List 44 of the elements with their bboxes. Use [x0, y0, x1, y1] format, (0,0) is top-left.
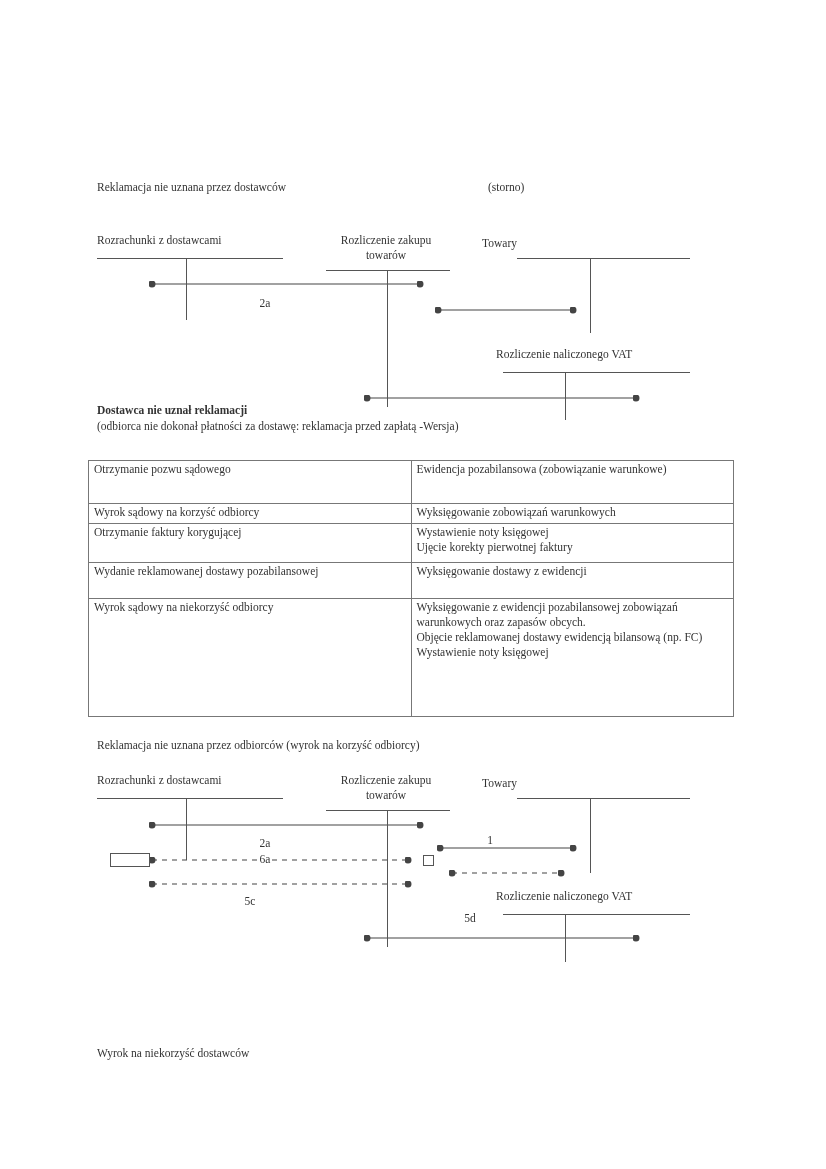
table-cell-text: Wyrok sądowy na niekorzyść odbiorcy [94, 600, 275, 615]
table-cell-text: Wyksięgowanie zobowiązań warunkowych [416, 505, 617, 520]
table-cell-text: Wyksięgowanie z ewidencji pozabilansowej zobowiązań warunkowych oraz zapasów obcych. [416, 600, 679, 630]
account-title: Rozliczenie naliczonego VAT [496, 889, 634, 904]
empty-box [423, 855, 434, 866]
connector [148, 880, 412, 888]
connector [448, 869, 565, 877]
table-cell-text: Objęcie reklamowanej dostawy ewidencją bilansową (np. FC) [416, 630, 704, 645]
table-cell-text: Wydanie reklamowanej dostawy pozabilansowej [94, 564, 320, 579]
edge-label: 2a [258, 835, 272, 851]
edge-label: 1 [486, 832, 494, 848]
table-cell-text: Ujęcie korekty pierwotnej faktury [416, 540, 574, 555]
account-title: Rozliczenie zakupu towarów [339, 773, 433, 803]
connector [148, 821, 424, 829]
table-cell-text: Wystawienie noty księgowej [416, 645, 550, 660]
edge-label: 5d [463, 910, 477, 926]
table-cell-text: Wyrok sądowy na korzyść odbiorcy [94, 505, 261, 520]
note-text: (storno) [488, 180, 525, 195]
table-cell-text: Ewidencja pozabilansowa (zobowiązanie warunkowe) [416, 462, 668, 477]
edge-label: 5c [243, 893, 257, 909]
table-cell-text: Otrzymanie faktury korygującej [94, 525, 243, 540]
edge-label: 2a [258, 295, 272, 311]
note-text: Wyrok na niekorzyść dostawców [97, 1046, 250, 1061]
t-account [97, 233, 283, 320]
section-heading: Dostawca nie uznał reklamacji [97, 403, 248, 418]
table-cell-text: Wyksięgowanie dostawy z ewidencji [416, 564, 588, 579]
connector [436, 844, 577, 852]
connector [363, 394, 640, 402]
account-title: Towary [482, 236, 518, 251]
account-title: Towary [482, 776, 518, 791]
heading: Reklamacja nie uznana przez dostawców [97, 180, 287, 195]
connector [434, 306, 577, 314]
connector [148, 280, 424, 288]
connector [363, 934, 640, 942]
table-cell-text: Otrzymanie pozwu sądowego [94, 462, 232, 477]
account-title: Rozrachunki z dostawcami [97, 773, 223, 788]
note-text: (odbiorca nie dokonał płatności za dostawę: reklamacja przed zapłatą -Wersja) [97, 419, 459, 434]
table-cell-text: Wystawienie noty księgowej [416, 525, 550, 540]
empty-box [110, 853, 150, 867]
account-title: Rozliczenie naliczonego VAT [496, 347, 634, 362]
note-text: Reklamacja nie uznana przez odbiorców (wyrok na korzyść odbiorcy) [97, 738, 420, 753]
account-title: Rozliczenie zakupu towarów [339, 233, 433, 263]
connector [148, 856, 412, 864]
account-title: Rozrachunki z dostawcami [97, 233, 223, 248]
